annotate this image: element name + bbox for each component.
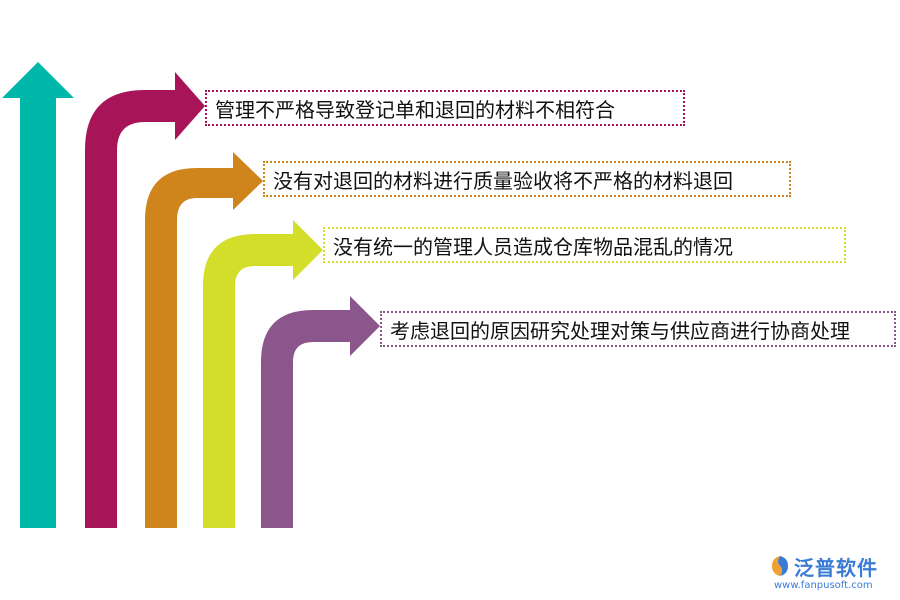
magenta-curved-arrow: [85, 72, 205, 528]
brand-url: www.fanpusoft.com: [774, 580, 873, 591]
teal-up-arrow: [2, 62, 74, 528]
lime-curved-arrow: [203, 220, 323, 528]
reason-label-3: 没有统一的管理人员造成仓库物品混乱的情况: [323, 227, 846, 263]
orange-curved-arrow: [145, 152, 263, 528]
reason-label-2: 没有对退回的材料进行质量验收将不严格的材料退回: [263, 161, 791, 197]
reason-text-4: 考虑退回的原因研究处理对策与供应商进行协商处理: [390, 318, 850, 343]
fanpu-logo-icon: [772, 556, 788, 576]
reason-label-1: 管理不严格导致登记单和退回的材料不相符合: [205, 90, 685, 126]
reason-label-4: 考虑退回的原因研究处理对策与供应商进行协商处理: [380, 311, 896, 347]
reason-text-2: 没有对退回的材料进行质量验收将不严格的材料退回: [273, 168, 733, 193]
purple-curved-arrow: [261, 296, 380, 528]
reason-text-3: 没有统一的管理人员造成仓库物品混乱的情况: [333, 234, 733, 259]
brand-name: 泛普软件: [794, 556, 878, 580]
brand-watermark: 泛普软件 www.fanpusoft.com: [768, 552, 893, 596]
reason-text-1: 管理不严格导致登记单和退回的材料不相符合: [215, 97, 615, 122]
